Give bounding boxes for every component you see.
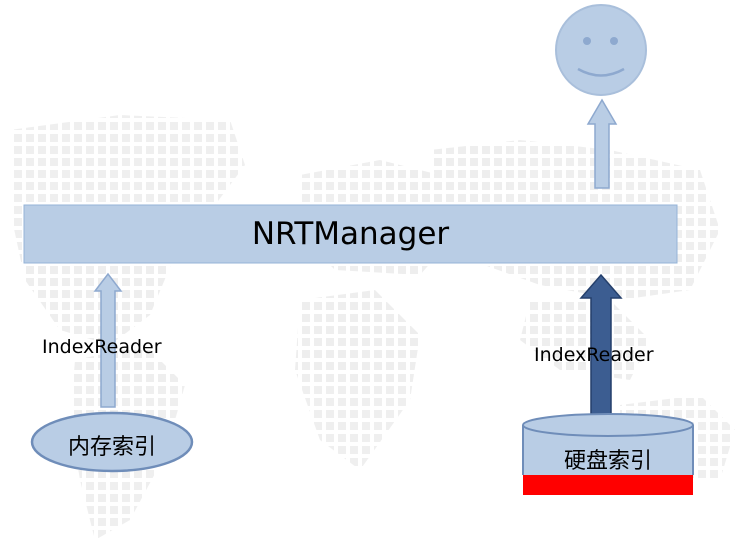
left-indexreader-label: IndexReader bbox=[42, 336, 162, 358]
nrtmanager-bar bbox=[23, 204, 678, 264]
right-indexreader-label: IndexReader bbox=[534, 344, 654, 366]
smiley-face-icon bbox=[555, 4, 647, 96]
output-up-arrow bbox=[586, 98, 618, 189]
memory-index-label: 内存索引 bbox=[67, 435, 156, 460]
memory-index-ellipse bbox=[30, 411, 194, 473]
disk-reader-arrow bbox=[579, 273, 623, 415]
disk-index-label: 硬盘索引 bbox=[563, 449, 652, 474]
disk-index-cylinder bbox=[522, 413, 694, 495]
memory-reader-arrow bbox=[93, 272, 123, 408]
